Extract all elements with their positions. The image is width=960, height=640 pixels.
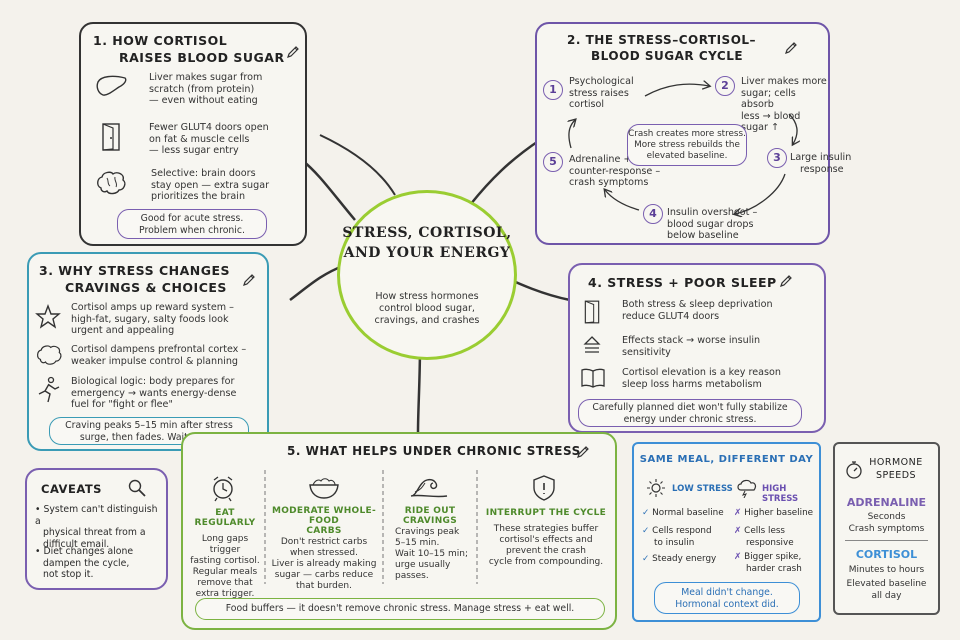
- book-icon: [581, 368, 605, 388]
- s1-item-glut4: Fewer GLUT4 doors open on fat & muscle c…: [99, 122, 269, 157]
- running-person-icon: [38, 376, 60, 403]
- alarm-clock-icon: [213, 476, 233, 502]
- s4-item-glut4: Both stress & sleep deprivation reduce G…: [582, 299, 773, 325]
- s4-item-stack: Effects stack → worse insulin sensitivit…: [582, 335, 760, 358]
- help-col-interrupt-cycle: INTERRUPT THE CYCLE These strategies buf…: [479, 474, 613, 568]
- high-item-3: ✗ Bigger spike,harder crash: [734, 552, 802, 574]
- adrenaline-label: ADRENALINE: [846, 496, 927, 509]
- cycle-step-3: Large insulin response: [790, 152, 852, 175]
- caveats-title: CAVEATS: [41, 482, 102, 496]
- low-item-1: ✓ Normal baseline: [642, 508, 724, 518]
- brain-icon: [37, 345, 62, 365]
- caveat-item-2: • Diet changes alone dampen the cycle, n…: [35, 546, 134, 580]
- bowl-icon: [309, 478, 339, 499]
- stack-arrow-icon: [583, 336, 601, 353]
- low-item-3: ✓ Steady energy: [642, 554, 717, 564]
- cycle-step-1: Psychological stress raises cortisol: [569, 76, 634, 110]
- pencil-icon: [577, 446, 589, 458]
- high-item-1: ✗ Higher baseline: [734, 508, 814, 518]
- cycle-step-2-number: 2: [715, 76, 735, 96]
- cycle-center-note: Crash creates more stress. More stress r…: [627, 124, 747, 166]
- section-same-meal-different-day: SAME MEAL, DIFFERENT DAY LOW STRESS HIGH…: [632, 442, 821, 622]
- s3-item-reward: Cortisol amps up reward system – high-fa…: [35, 302, 234, 337]
- section-why-stress-changes-cravings: 3. WHY STRESS CHANGES CRAVINGS & CHOICES…: [27, 252, 269, 451]
- s3-item-biological: Biological logic: body prepares for emer…: [35, 376, 236, 411]
- brain-icon: [97, 171, 126, 195]
- s4-item-cortisol: Cortisol elevation is a key reason sleep…: [580, 367, 781, 390]
- cycle-step-4-number: 4: [643, 204, 663, 224]
- section-caveats: CAVEATS • System can't distinguish a phy…: [25, 468, 168, 590]
- sun-icon: [647, 479, 665, 497]
- s3-item-prefrontal: Cortisol dampens prefrontal cortex – wea…: [35, 344, 246, 368]
- cortisol-details: Minutes to hours Elevated baseline all d…: [846, 565, 927, 601]
- section-2-title: 2. THE STRESS–CORTISOL– BLOOD SUGAR CYCL…: [567, 33, 757, 63]
- s1-item-liver: Liver makes sugar from scratch (from pro…: [95, 72, 262, 107]
- meal-note: Meal didn't change. Hormonal context did…: [654, 582, 800, 614]
- cycle-step-5-number: 5: [543, 152, 563, 172]
- adrenaline-details: Seconds Crash symptoms: [848, 512, 925, 534]
- section-1-title: 1. HOW CORTISOL RAISES BLOOD SUGAR: [93, 33, 285, 65]
- section-how-cortisol-raises-blood-sugar: 1. HOW CORTISOL RAISES BLOOD SUGAR Liver…: [79, 22, 307, 246]
- pencil-icon: [785, 42, 797, 54]
- section-hormone-speeds: HORMONE SPEEDS ADRENALINE Seconds Crash …: [833, 442, 940, 615]
- help-col-whole-food-carbs: MODERATE WHOLE-FOOD CARBS Don't restrict…: [267, 474, 381, 592]
- hormone-divider: [845, 540, 928, 541]
- section-4-title: 4. STRESS + POOR SLEEP: [588, 275, 777, 290]
- section-5-title: 5. WHAT HELPS UNDER CHRONIC STRESS: [287, 444, 581, 458]
- caveat-item-1: • System can't distinguish a physical th…: [35, 504, 158, 550]
- liver-icon: [96, 75, 127, 96]
- s1-item-brain: Selective: brain doors stay open — extra…: [95, 168, 269, 203]
- wave-icon: [410, 478, 448, 498]
- magnifier-icon: [128, 479, 146, 497]
- pencil-icon: [780, 275, 792, 287]
- door-icon: [102, 123, 120, 151]
- pencil-icon: [287, 46, 299, 58]
- meal-title: SAME MEAL, DIFFERENT DAY: [639, 454, 814, 465]
- cycle-step-3-number: 3: [767, 148, 787, 168]
- cycle-step-1-number: 1: [543, 80, 563, 100]
- help-col-ride-out-cravings: RIDE OUT CRAVINGS Cravings peak 5–15 min…: [385, 474, 475, 582]
- help-col-eat-regularly: EAT REGULARLY Long gaps trigger fasting …: [187, 474, 263, 600]
- cortisol-label: CORTISOL: [855, 548, 918, 561]
- section-3-title: 3. WHY STRESS CHANGES CRAVINGS & CHOICES: [39, 263, 231, 295]
- pencil-icon: [243, 274, 255, 286]
- low-stress-label: LOW STRESS: [672, 484, 733, 494]
- section-stress-cortisol-cycle: 2. THE STRESS–CORTISOL– BLOOD SUGAR CYCL…: [535, 22, 852, 245]
- star-icon: [35, 304, 61, 329]
- s1-note: Good for acute stress. Problem when chro…: [117, 209, 267, 239]
- cycle-step-4: Insulin overshoot – blood sugar drops be…: [667, 207, 758, 241]
- center-node: STRESS, CORTISOL, AND YOUR ENERGY How st…: [337, 190, 517, 360]
- center-subtitle: How stress hormones control blood sugar,…: [374, 291, 480, 326]
- section-stress-poor-sleep: 4. STRESS + POOR SLEEP Both stress & sle…: [568, 263, 826, 433]
- s5-footer-note: Food buffers — it doesn't remove chronic…: [195, 598, 605, 620]
- column-dividers: [264, 470, 478, 584]
- high-stress-label: HIGH STRESS: [762, 484, 799, 504]
- s4-note: Carefully planned diet won't fully stabi…: [578, 399, 802, 427]
- cycle-step-2: Liver makes more sugar; cells absorb les…: [741, 76, 827, 133]
- stopwatch-icon: [846, 461, 862, 479]
- cycle-step-5: Adrenaline + glucagon counter-response –…: [569, 154, 679, 188]
- storm-cloud-icon: [737, 479, 757, 498]
- hormone-title: HORMONE SPEEDS: [869, 457, 923, 481]
- cycle-arrows: [537, 24, 828, 243]
- door-icon: [584, 300, 600, 324]
- center-title: STRESS, CORTISOL, AND YOUR ENERGY: [342, 225, 512, 261]
- shield-icon: [533, 475, 555, 501]
- section-what-helps: 5. WHAT HELPS UNDER CHRONIC STRESS EAT R…: [181, 432, 617, 630]
